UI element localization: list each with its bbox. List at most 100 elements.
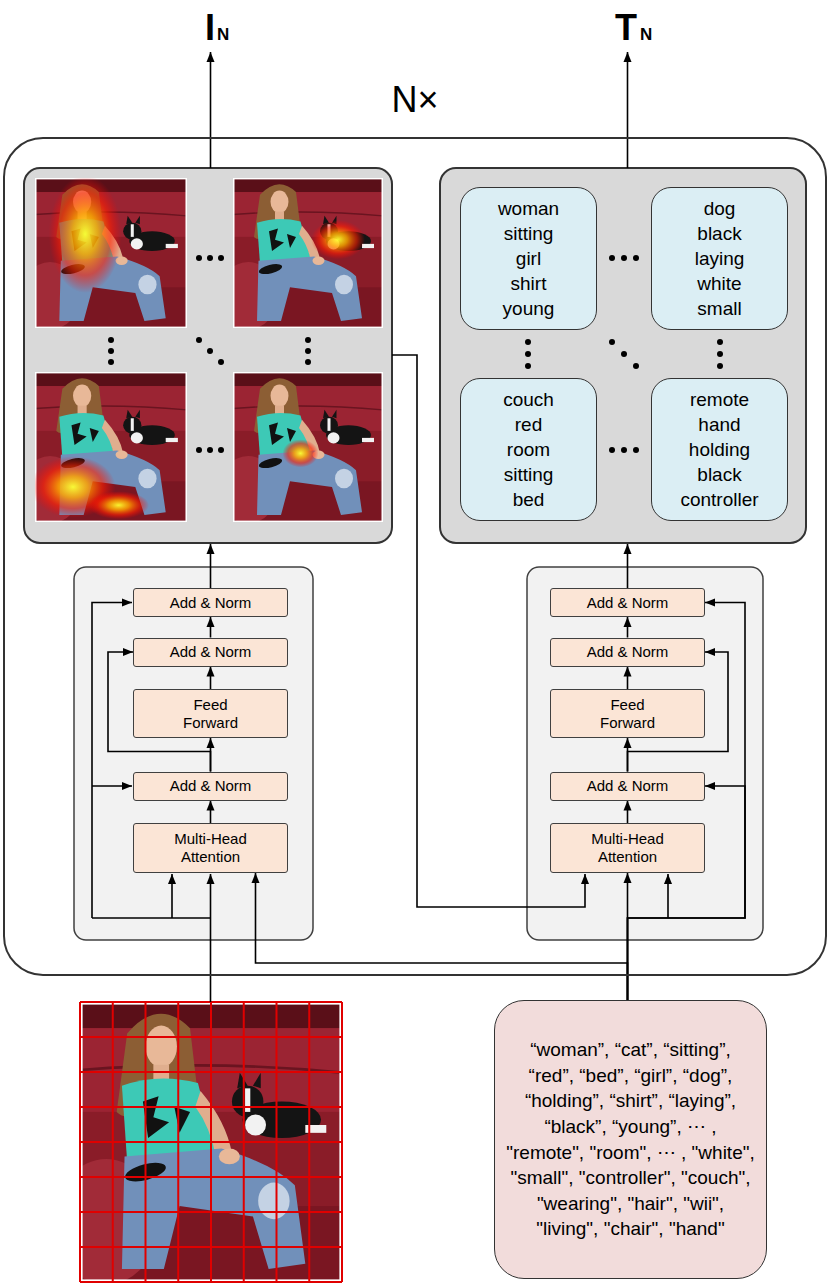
image-input-wire xyxy=(171,874,173,918)
connector-arrow xyxy=(627,667,629,690)
box-text: Add & Norm xyxy=(587,643,669,661)
box-text: “woman”, “cat”, “sitting”, “red”, “bed”,… xyxy=(506,1037,755,1242)
connector-arrow xyxy=(210,617,212,638)
dot xyxy=(108,337,114,343)
box-text: Add & Norm xyxy=(587,594,669,612)
dot xyxy=(633,363,639,369)
feed-forward-box: Feed Forward xyxy=(550,689,705,738)
heat-region xyxy=(49,175,122,293)
grid-line xyxy=(80,1246,342,1248)
dot xyxy=(717,339,723,345)
heatmap-image xyxy=(218,372,383,523)
dot xyxy=(717,363,723,369)
residual-wire xyxy=(92,603,132,919)
connector-arrow xyxy=(210,667,212,690)
dot xyxy=(633,255,639,261)
dot xyxy=(525,351,531,357)
attention-box: Multi-Head Attention xyxy=(550,823,705,873)
dot xyxy=(218,447,224,453)
word-group-box: remote hand holding black controller xyxy=(651,378,788,521)
heat-region xyxy=(283,439,319,467)
dot xyxy=(218,255,224,261)
dot xyxy=(609,447,615,453)
box-text: Add & Norm xyxy=(170,777,252,795)
box-text: couch red room sitting bed xyxy=(503,387,554,512)
connector-arrow xyxy=(256,873,628,1000)
box-text: remote hand holding black controller xyxy=(680,387,758,512)
box-text: Feed Forward xyxy=(588,696,668,732)
dot xyxy=(196,337,202,343)
dot xyxy=(621,255,627,261)
dot xyxy=(207,255,213,261)
add-norm-box: Add & Norm xyxy=(133,588,288,617)
word-group-box: couch red room sitting bed xyxy=(460,378,597,521)
dot xyxy=(717,351,723,357)
add-norm-box: Add & Norm xyxy=(550,638,705,667)
box-text: Add & Norm xyxy=(170,643,252,661)
output-arrow xyxy=(210,52,212,168)
dot xyxy=(609,339,615,345)
photo xyxy=(218,178,383,329)
image-input-wire xyxy=(92,917,211,919)
image-input-wire xyxy=(210,874,212,1002)
dot xyxy=(525,339,531,345)
add-norm-box: Add & Norm xyxy=(133,772,288,801)
ellipsis-dots xyxy=(108,255,723,453)
grid-line xyxy=(80,1141,342,1143)
encoder-panel xyxy=(74,567,313,940)
box-text: woman sitting girl shirt young xyxy=(498,196,559,321)
dot xyxy=(108,359,114,365)
box-text: Add & Norm xyxy=(170,594,252,612)
dot xyxy=(196,255,202,261)
box-text: Multi-Head Attention xyxy=(583,830,673,866)
dot xyxy=(305,359,311,365)
residual-wire xyxy=(92,785,132,787)
block-output-arrow xyxy=(627,544,629,589)
connector-arrow xyxy=(627,801,629,824)
dot xyxy=(196,447,202,453)
attention-box: Multi-Head Attention xyxy=(133,823,288,873)
dot xyxy=(609,255,615,261)
add-norm-box: Add & Norm xyxy=(550,772,705,801)
output-subscript: N xyxy=(640,26,652,43)
dot xyxy=(525,363,531,369)
block-output-arrow xyxy=(210,544,212,589)
dot xyxy=(108,348,114,354)
label-holder: T xyxy=(615,10,637,46)
dot xyxy=(633,447,639,453)
feed-forward-box: Feed Forward xyxy=(133,689,288,738)
grid-line xyxy=(80,1176,342,1178)
grid-line xyxy=(80,1106,342,1108)
dot xyxy=(207,348,213,354)
box-text: Add & Norm xyxy=(587,777,669,795)
photo xyxy=(20,372,187,523)
photo xyxy=(218,372,383,523)
heatmap-image xyxy=(218,178,383,329)
heatmap-image xyxy=(20,372,187,523)
repeat-block: N×woman sitting girl shirt youngdog blac… xyxy=(3,137,827,976)
output-symbol: T xyxy=(615,10,637,46)
patch-grid xyxy=(80,1002,342,1282)
word-group-box: woman sitting girl shirt young xyxy=(460,187,597,330)
output-subscript: N xyxy=(217,26,229,43)
word-group-box: dog black laying white small xyxy=(651,187,788,330)
output-arrow xyxy=(627,52,629,168)
add-norm-box: Add & Norm xyxy=(550,588,705,617)
input-image xyxy=(54,1002,342,1285)
word-list-box: “woman”, “cat”, “sitting”, “red”, “bed”,… xyxy=(494,1000,767,1279)
connector-arrow xyxy=(210,801,212,824)
heat-region xyxy=(311,220,365,259)
dot xyxy=(621,351,627,357)
label-holder: I xyxy=(205,10,215,46)
text-output-panel xyxy=(440,168,806,543)
photo xyxy=(54,1002,342,1285)
add-norm-box: Add & Norm xyxy=(133,638,288,667)
dot xyxy=(621,447,627,453)
dot xyxy=(305,337,311,343)
grid-line xyxy=(80,1281,342,1283)
heat-region xyxy=(88,491,149,519)
dot xyxy=(305,348,311,354)
text-input-wire xyxy=(667,874,669,918)
connector-arrow xyxy=(627,617,629,638)
